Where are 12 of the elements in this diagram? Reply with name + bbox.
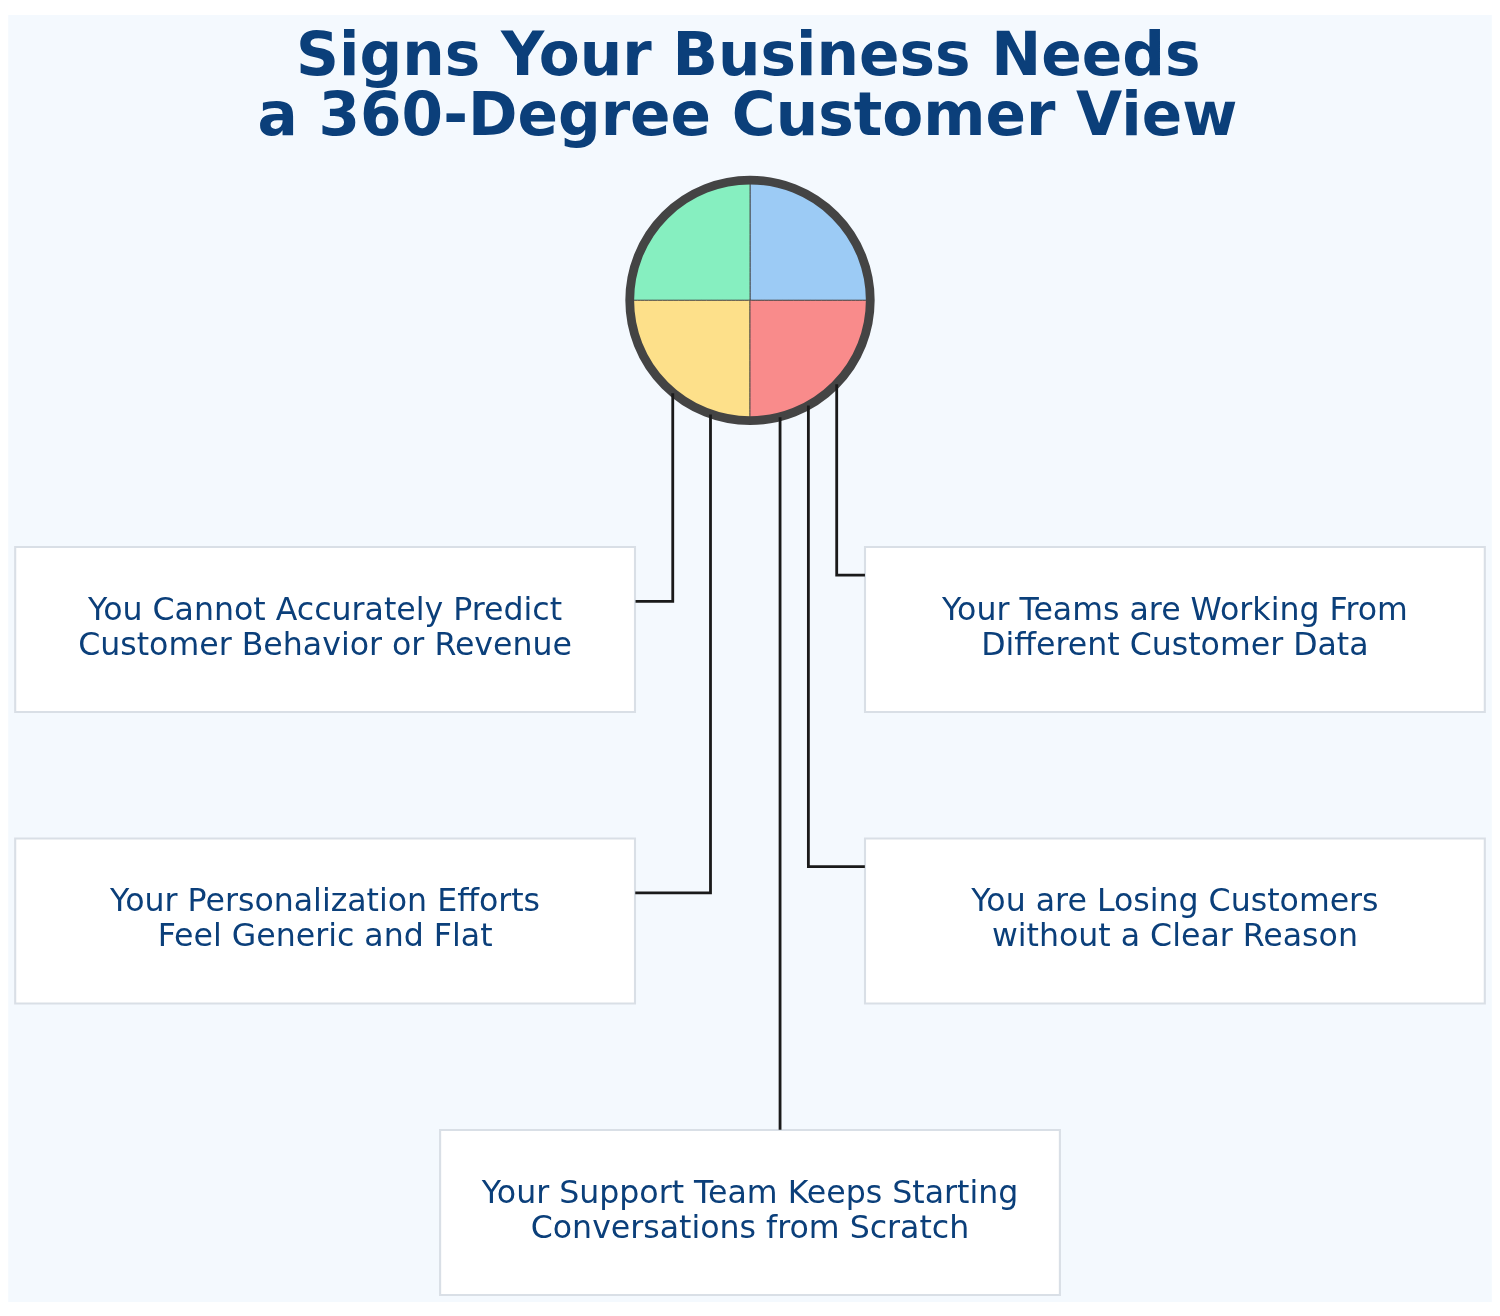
connector [806, 405, 865, 868]
diagram-title: Signs Your Business Needs a 360-Degree Customer View [257, 19, 1238, 149]
connector [635, 414, 712, 894]
node-box: You are Losing Customers without a Clear Reason [863, 836, 1486, 1005]
node-box: Your Teams are Working From Different Customer Data [863, 545, 1486, 713]
node-box: Your Support Team Keeps Starting Conversations from Scratch [439, 1128, 1061, 1296]
node-box: Your Personalization Efforts Feel Generic and Flat [14, 836, 637, 1005]
connector [778, 416, 782, 1130]
connector [835, 383, 865, 576]
node-picture [625, 175, 875, 425]
connector [635, 392, 675, 603]
node-box: You Cannot Accurately Predict Customer Behavior or Revenue [14, 545, 637, 713]
